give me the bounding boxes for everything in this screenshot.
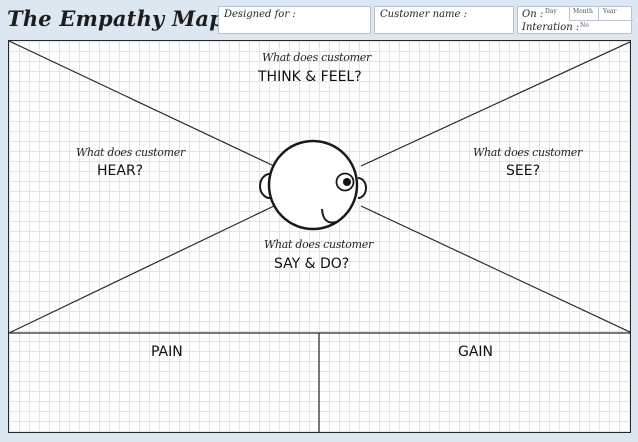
think-feel-title: THINK & FEEL?: [258, 69, 362, 85]
diagonal-bottom-left: [9, 205, 275, 334]
on-label: On :: [522, 9, 544, 20]
iteration-label: Interation :: [522, 22, 580, 33]
say-do-prompt: What does customer: [264, 238, 373, 251]
date-iteration-box: On : Interation : Day Month Year No: [517, 6, 633, 34]
smile: [321, 208, 337, 224]
diagonal-top-left: [9, 41, 275, 167]
iteration-number-field[interactable]: No: [580, 22, 589, 29]
gain-label: GAIN: [458, 344, 494, 360]
customer-name-label: Customer name :: [380, 9, 467, 20]
right-ear: [357, 177, 367, 199]
empathy-map-board: What does customer THINK & FEEL? What do…: [8, 40, 631, 433]
head: [267, 139, 359, 231]
pain-label: PAIN: [151, 344, 183, 360]
day-divider: [569, 7, 570, 20]
month-field[interactable]: Month: [573, 8, 593, 15]
customer-name-field[interactable]: Customer name :: [374, 6, 514, 34]
diagonal-bottom-right: [360, 205, 630, 333]
face-icon: [259, 139, 367, 231]
day-field[interactable]: Day: [545, 8, 557, 15]
page-title: The Empathy Map: [7, 6, 225, 31]
hear-prompt: What does customer: [76, 146, 185, 159]
see-title: SEE?: [506, 163, 541, 179]
diagonal-top-right: [360, 41, 630, 167]
see-prompt: What does customer: [473, 146, 582, 159]
say-do-title: SAY & DO?: [274, 256, 350, 272]
designed-for-field[interactable]: Designed for :: [218, 6, 371, 34]
designed-for-label: Designed for :: [224, 9, 296, 20]
pupil: [343, 178, 351, 186]
map-lines: [9, 41, 630, 432]
hear-title: HEAR?: [97, 163, 144, 179]
year-field[interactable]: Year: [603, 8, 617, 15]
date-row-divider: [569, 20, 633, 21]
think-feel-prompt: What does customer: [262, 51, 371, 64]
month-divider: [598, 7, 599, 20]
